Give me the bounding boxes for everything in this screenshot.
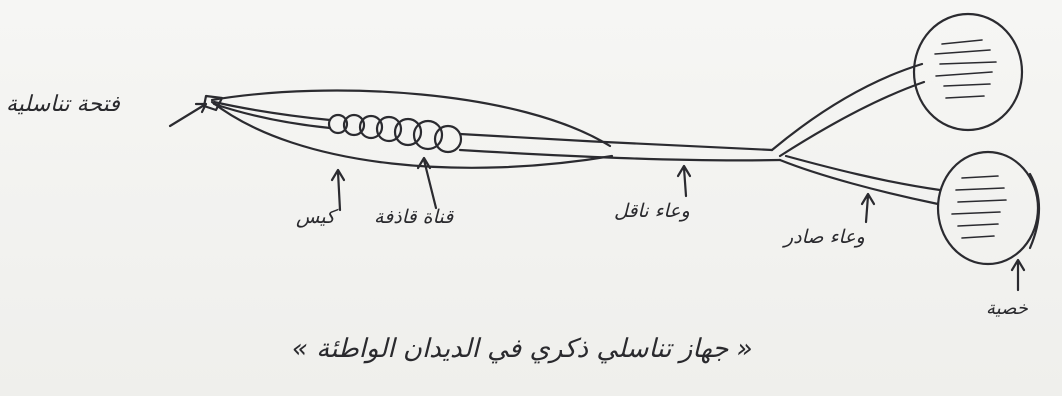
genital-opening-label: فتحة تناسلية [6,92,120,117]
sac-outline [212,91,612,168]
testis-upper [914,14,1022,130]
diagram-caption: « جهاز تناسلي ذكري في الديدان الواطئة » [292,334,753,364]
testis-label: خصية [986,298,1028,319]
testis-lower [938,152,1039,264]
vas-efferens-tubes [772,64,940,204]
vas-efferens-label: وعاء صادر [784,226,865,248]
pointer-arrows [170,104,1024,290]
vas-deferens-label: وعاء ناقل [614,200,690,222]
sac-label: كيس [296,206,335,228]
vas-deferens [460,134,780,160]
ejaculatory-duct-label: قناة قاذفة [374,206,453,228]
